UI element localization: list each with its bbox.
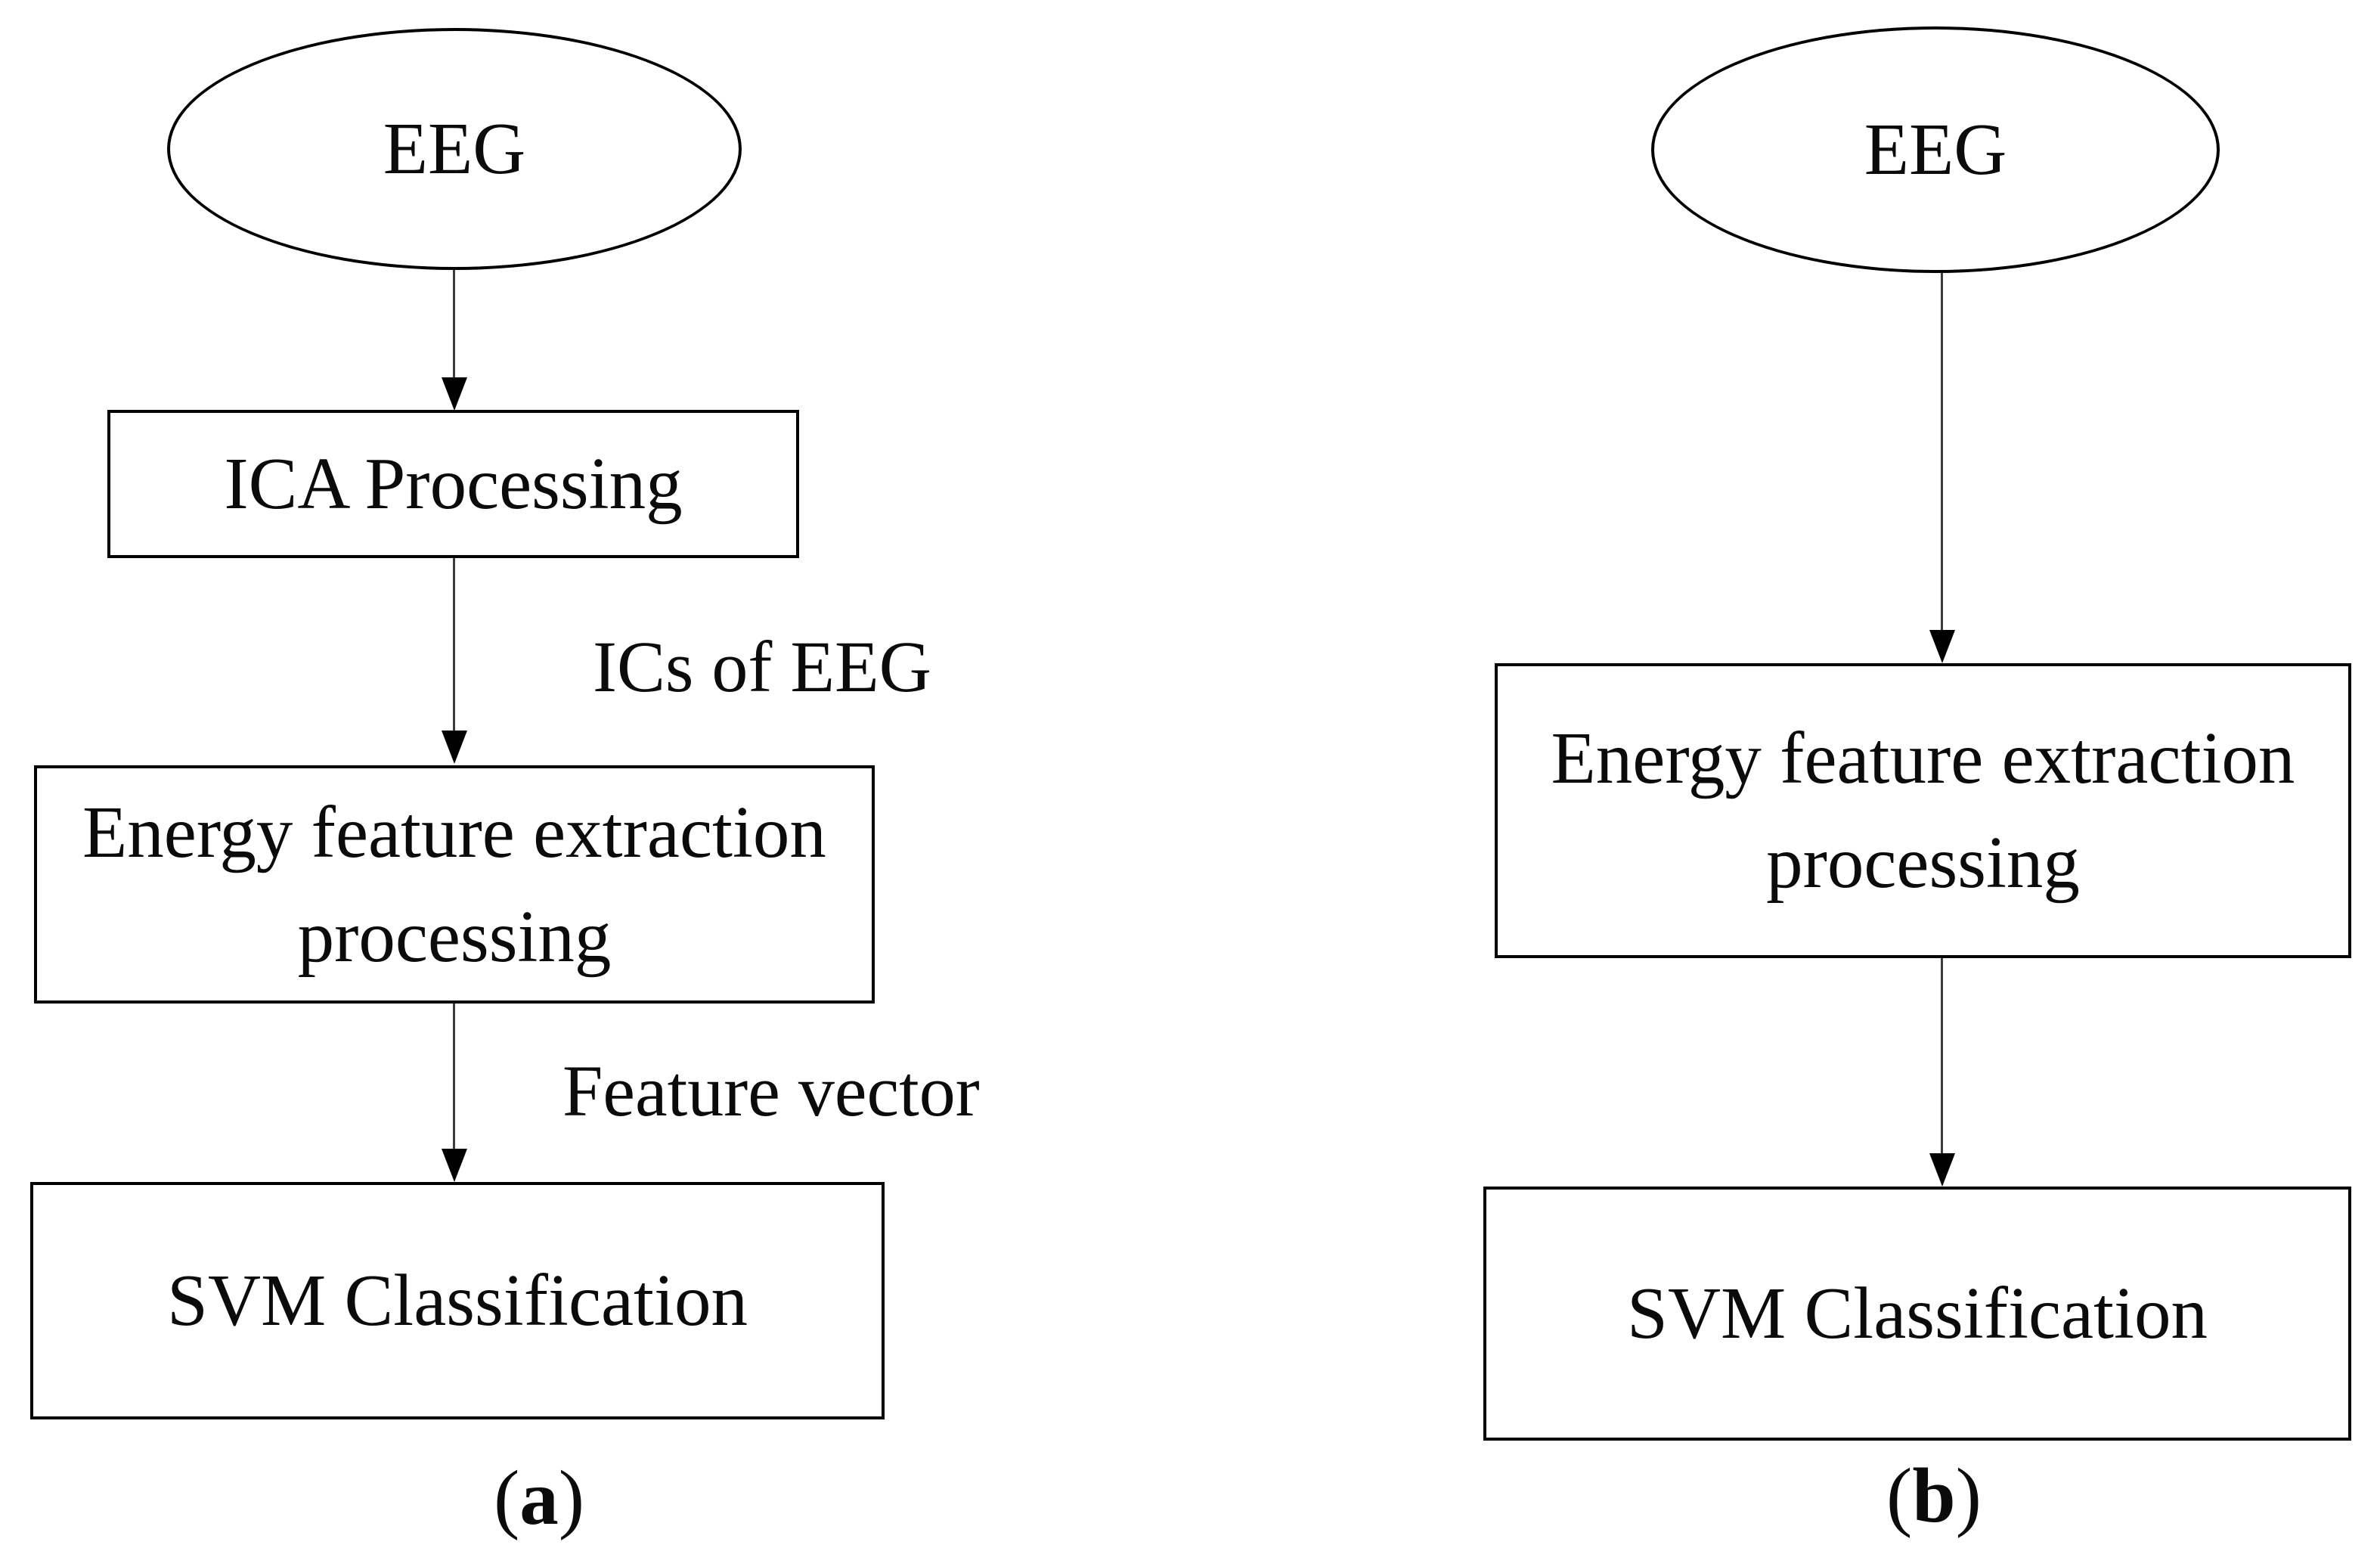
node-svm-classification-b: SVM Classification (1483, 1187, 2351, 1441)
caption-b-close-paren: ) (1955, 1453, 1982, 1539)
subfigure-caption-a: (a) (426, 1460, 652, 1537)
node-ica-processing: ICA Processing (107, 410, 799, 558)
subfigure-caption-b: (b) (1821, 1457, 2047, 1535)
arrowhead-down-icon (1929, 1153, 1955, 1187)
node-energy-a-line1: Energy feature extraction (82, 791, 826, 873)
edge-label-feature-vector: Feature vector (562, 1050, 980, 1131)
caption-a-letter: a (519, 1455, 559, 1541)
connector-energy-to-svm-b (1941, 958, 1943, 1153)
arrowhead-down-icon (442, 377, 467, 411)
node-eeg-b-label: EEG (1864, 109, 2007, 191)
connector-eeg-to-energy-b (1941, 273, 1943, 630)
node-energy-a-line2: processing (297, 895, 612, 977)
node-energy-feature-extraction-a: Energy feature extraction processing (34, 765, 875, 1004)
node-svm-a-label: SVM Classification (167, 1260, 748, 1342)
node-eeg-a-label: EEG (383, 108, 526, 190)
caption-b-letter: b (1912, 1453, 1956, 1539)
node-svm-classification-a: SVM Classification (30, 1182, 885, 1419)
connector-eeg-to-ica (453, 270, 455, 377)
node-svm-b-label: SVM Classification (1627, 1273, 2208, 1354)
arrowhead-down-icon (1929, 630, 1955, 663)
node-eeg-b: EEG (1651, 26, 2220, 273)
node-energy-feature-extraction-b: Energy feature extraction processing (1495, 663, 2351, 958)
caption-a-open-paren: ( (493, 1455, 520, 1541)
node-energy-b-line1: Energy feature extraction (1551, 718, 2295, 799)
connector-energy-to-svm-a (453, 1004, 455, 1149)
arrowhead-down-icon (442, 1149, 467, 1182)
caption-b-open-paren: ( (1886, 1453, 1913, 1539)
node-eeg-a: EEG (167, 28, 742, 270)
node-energy-b-line2: processing (1766, 822, 2080, 903)
caption-a-close-paren: ) (558, 1455, 585, 1541)
edge-label-ics-of-eeg: ICs of EEG (593, 626, 931, 707)
connector-ica-to-energy (453, 558, 455, 731)
arrowhead-down-icon (442, 731, 467, 764)
node-ica-processing-label: ICA Processing (224, 443, 683, 525)
